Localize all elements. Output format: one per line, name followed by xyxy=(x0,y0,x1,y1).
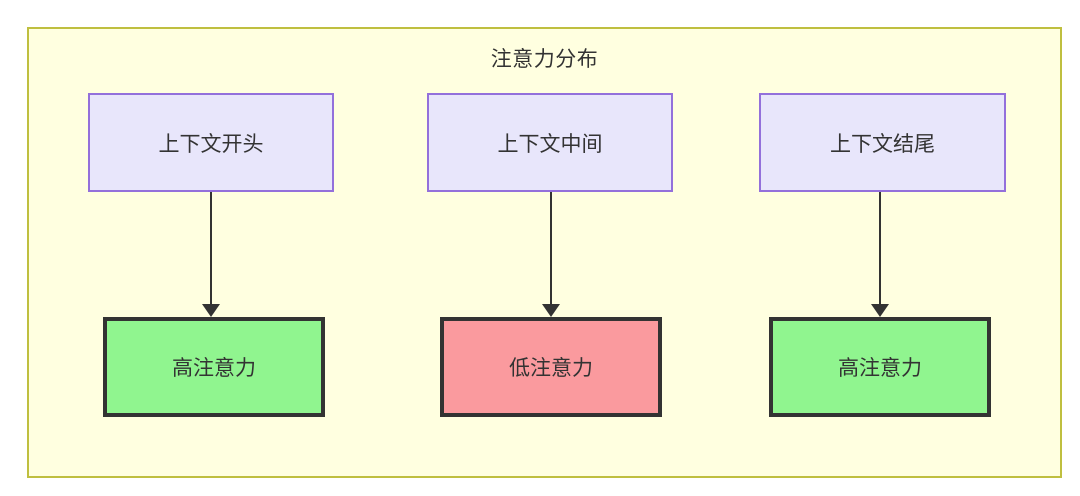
arrow-down-icon-context-middle-to-low-attention xyxy=(542,192,560,317)
node-label: 高注意力 xyxy=(172,357,256,380)
node-label: 上下文开头 xyxy=(158,132,264,156)
cluster-title: 注意力分布 xyxy=(490,48,599,71)
node-context-middle[interactable]: 上下文中间 xyxy=(427,93,673,192)
node-high-attention-end[interactable]: 高注意力 xyxy=(769,317,991,417)
arrow-down-icon-context-end-to-high-attention xyxy=(871,192,889,317)
node-label: 上下文结尾 xyxy=(830,132,935,156)
node-context-start[interactable]: 上下文开头 xyxy=(88,93,334,192)
node-label: 低注意力 xyxy=(509,357,593,380)
node-label: 高注意力 xyxy=(838,357,922,380)
node-high-attention-start[interactable]: 高注意力 xyxy=(103,317,325,417)
node-low-attention-middle[interactable]: 低注意力 xyxy=(440,317,662,417)
arrow-down-icon-context-start-to-high-attention xyxy=(202,192,220,317)
node-label: 上下文中间 xyxy=(497,132,603,156)
node-context-end[interactable]: 上下文结尾 xyxy=(759,93,1006,192)
